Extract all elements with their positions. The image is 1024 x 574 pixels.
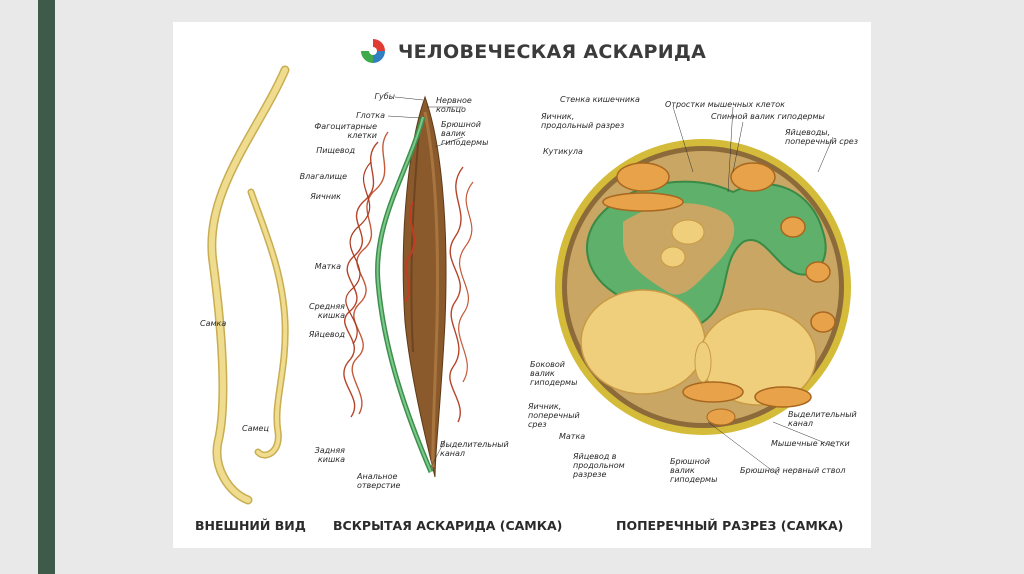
label-hindgut: Задняя кишка xyxy=(295,446,345,464)
label-muscle-processes: Отростки мышечных клеток xyxy=(665,100,785,109)
label-ovary-cross: Яичник, поперечный срез xyxy=(528,402,580,429)
label-ovary-longitudinal: Яичник, продольный разрез xyxy=(541,112,624,130)
label-male: Самец xyxy=(242,424,269,433)
label-oviducts-cross: Яйцеводы, поперечный срез xyxy=(785,128,858,146)
caption-external-view: ВНЕШНИЙ ВИД xyxy=(195,518,306,533)
label-ventral-ridge-opened: Брюшной валик гиподермы xyxy=(441,120,488,147)
female-worm-illustration xyxy=(212,70,285,500)
label-excretory-cross: Выделительный канал xyxy=(788,410,857,428)
label-esophagus: Пищевод xyxy=(305,146,355,155)
label-uterus-cross: Матка xyxy=(559,432,585,441)
label-ovary: Яичник xyxy=(293,192,341,201)
label-ventral-ridge-cross: Брюшной валик гиподермы xyxy=(670,457,717,484)
slide-canvas: ЧЕЛОВЕЧЕСКАЯ АСКАРИДА xyxy=(173,22,871,548)
label-cuticle: Кутикула xyxy=(543,147,583,156)
label-female: Самка xyxy=(200,319,226,328)
label-nerve-ring: Нервное кольцо xyxy=(436,96,472,114)
label-muscle-cells: Мышечные клетки xyxy=(771,439,850,448)
label-oviduct-longitudinal: Яйцевод в продольном разрезе xyxy=(573,452,625,479)
label-anus: Анальное отверстие xyxy=(357,472,400,490)
cross-section-illustration xyxy=(555,139,851,435)
label-phagocytic-cells: Фагоцитарные клетки xyxy=(305,122,377,140)
label-dorsal-ridge: Спинной валик гиподермы xyxy=(711,112,825,121)
label-uterus: Матка xyxy=(293,262,341,271)
label-vagina: Влагалище xyxy=(285,172,347,181)
label-excretory-opened: Выделительный канал xyxy=(440,440,509,458)
label-gut-wall: Стенка кишечника xyxy=(560,95,640,104)
label-pharynx: Глотка xyxy=(323,111,385,120)
opened-ascarid-illustration xyxy=(344,97,473,477)
label-ventral-nerve: Брюшной нервный ствол xyxy=(740,466,846,475)
caption-opened-ascarid: ВСКРЫТАЯ АСКАРИДА (САМКА) xyxy=(333,518,562,533)
male-worm-illustration xyxy=(251,192,285,455)
caption-cross-section: ПОПЕРЕЧНЫЙ РАЗРЕЗ (САМКА) xyxy=(616,518,843,533)
label-lips: Губы xyxy=(351,92,395,101)
slide-sidebar-bar xyxy=(38,0,55,574)
label-lateral-ridge: Боковой валик гиподермы xyxy=(530,360,577,387)
label-midgut: Средняя кишка xyxy=(293,302,345,320)
label-oviduct: Яйцевод xyxy=(293,330,345,339)
